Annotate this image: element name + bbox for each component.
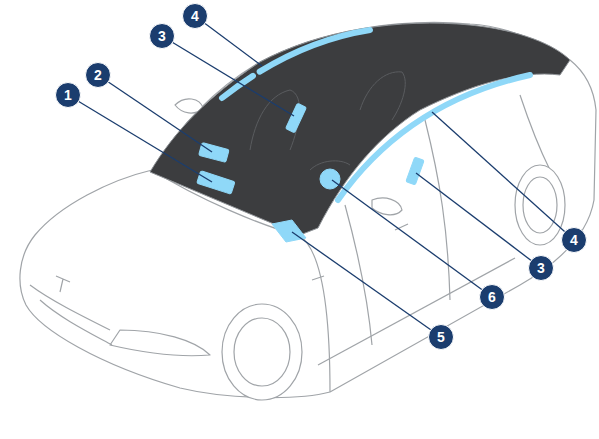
seat-airbag: [286, 103, 307, 133]
seats: [250, 72, 405, 170]
car-body: [20, 23, 596, 398]
callout-number: 4: [182, 3, 208, 29]
callout-number: 2: [85, 62, 111, 88]
rim: [234, 318, 290, 386]
door-line: [425, 120, 450, 300]
callout-number: 6: [479, 284, 505, 310]
logo: [56, 276, 70, 292]
wheel: [222, 304, 302, 400]
leader-lines: [68, 16, 574, 337]
wheel: [515, 165, 565, 245]
leader-line: [432, 112, 574, 240]
curtain-airbag: [222, 30, 370, 98]
knee-airbag: [197, 171, 235, 194]
headlight: [110, 330, 210, 356]
door-line: [345, 205, 372, 345]
airbags: [197, 30, 530, 242]
body-outline: [20, 23, 596, 398]
callout-number: 5: [428, 324, 454, 350]
wheels: [222, 165, 565, 400]
leader-line: [98, 75, 212, 152]
sill-line: [318, 258, 515, 365]
bumper-line: [40, 300, 112, 345]
seat-airbag: [406, 157, 424, 185]
leader-line: [162, 36, 294, 116]
callout-number: 3: [528, 255, 554, 281]
door-handle: [312, 276, 324, 280]
glass-roof: [150, 23, 570, 235]
steering-airbag: [320, 169, 340, 189]
callout-number: 3: [149, 23, 175, 49]
callout-number: 1: [55, 82, 81, 108]
rim: [523, 177, 557, 233]
leader-line: [292, 232, 441, 337]
leader-line: [68, 95, 212, 182]
curtain-airbag: [338, 75, 530, 200]
quarter-line: [520, 95, 550, 170]
leader-line: [416, 173, 541, 268]
leader-line: [332, 180, 492, 297]
callout-number: 4: [561, 227, 587, 253]
seat: [360, 72, 405, 120]
fender-line: [300, 236, 330, 392]
nose-line: [30, 285, 110, 330]
